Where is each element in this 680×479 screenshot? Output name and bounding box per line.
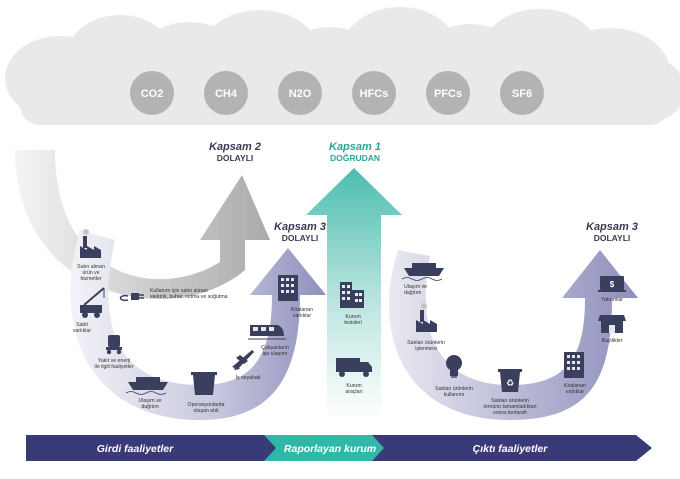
company-truck-icon bbox=[336, 358, 372, 377]
end-of-life-label-3: sonra bertarafı bbox=[493, 410, 527, 416]
band-upstream bbox=[26, 435, 284, 461]
gas-label-pfcs: PFCs bbox=[434, 88, 462, 100]
commuting-label-1: Çalışanların bbox=[261, 345, 289, 351]
facilities-label-1: Kurum bbox=[345, 314, 360, 320]
cloud-bank bbox=[5, 7, 680, 125]
leased-down-label-2: varlıklar bbox=[566, 389, 584, 395]
processing-label-1: Satılan ürünlerin bbox=[407, 340, 445, 346]
waste-label-2: oluşan atık bbox=[193, 408, 218, 414]
storefront-icon bbox=[598, 315, 626, 333]
scope3-left-arrow bbox=[70, 230, 326, 420]
transport-up-label-1: Ulaşım ve bbox=[138, 398, 161, 404]
end-of-life-label-2: ömrünü tamamladıktan bbox=[483, 404, 536, 410]
scope3-right-title: Kapsam 3 bbox=[586, 221, 638, 233]
band-company bbox=[264, 435, 392, 461]
recycle-bin-icon: ♻ bbox=[498, 369, 522, 392]
scope1-title: Kapsam 1 bbox=[329, 141, 381, 153]
purchased-goods-label-1: Satın alınan bbox=[77, 264, 105, 270]
gas-label-hfcs: HFCs bbox=[360, 88, 389, 100]
gas-circles: CO2 CH4 N2O HFCs PFCs SF6 bbox=[130, 71, 544, 115]
commuting-label-2: işe ulaşımı bbox=[263, 351, 288, 357]
plug-icon bbox=[119, 293, 144, 302]
business-travel-label: İş seyahati bbox=[236, 374, 261, 381]
facilities-label-2: tesisleri bbox=[344, 320, 362, 326]
gas-co2: CO2 bbox=[130, 71, 174, 115]
leased-down-label-1: Kiralanan bbox=[564, 383, 586, 389]
franchises-label: Bayilikler bbox=[602, 338, 623, 344]
gas-label-co2: CO2 bbox=[141, 88, 164, 100]
gas-sf6: SF6 bbox=[500, 71, 544, 115]
building-icon-downstream bbox=[564, 352, 584, 378]
ship-icon-upstream bbox=[125, 377, 168, 395]
vehicles-label-2: araçları bbox=[345, 389, 362, 395]
gas-ch4: CH4 bbox=[204, 71, 248, 115]
scope2-subtitle: DOLAYLI bbox=[217, 153, 254, 163]
end-of-life-label-1: Satılan ürünlerin bbox=[491, 398, 529, 404]
fuel-cart-icon bbox=[106, 335, 122, 355]
band-upstream-label: Girdi faaliyetler bbox=[97, 443, 174, 455]
purchased-goods-label-2: ürün ve bbox=[82, 270, 99, 276]
energy-text-line1: Kullanım için satın alınan bbox=[150, 288, 208, 294]
scope3-left-title: Kapsam 3 bbox=[274, 221, 326, 233]
transport-down-label-1: Ulaşım ve bbox=[404, 284, 427, 290]
crane-truck-icon bbox=[80, 287, 105, 318]
gas-label-ch4: CH4 bbox=[215, 88, 238, 100]
building-icon-upstream bbox=[278, 275, 298, 301]
gas-pfcs: PFCs bbox=[426, 71, 470, 115]
train-icon bbox=[248, 325, 286, 340]
band-downstream bbox=[372, 435, 652, 461]
scope3-left-subtitle: DOLAYLI bbox=[282, 233, 319, 243]
capital-goods-label-2: varlıklar bbox=[73, 328, 91, 334]
money-icon: $ bbox=[598, 276, 626, 292]
lightbulb-icon bbox=[446, 355, 462, 378]
transport-down-label-2: dağıtım bbox=[404, 290, 421, 296]
capital-goods-label-1: Sabit bbox=[76, 322, 88, 328]
activity-band: Girdi faaliyetler Raporlayan kurum Çıktı… bbox=[26, 435, 652, 461]
band-company-label: Raporlayan kurum bbox=[284, 443, 376, 455]
fuel-energy-label-2: ile ilgili faaliyetler bbox=[95, 364, 134, 370]
leased-up-label-1: Kiralanan bbox=[291, 307, 313, 313]
use-of-products-label-2: kullanımı bbox=[444, 392, 465, 398]
airplane-icon bbox=[232, 350, 254, 370]
vehicles-label-1: Kurum bbox=[346, 383, 361, 389]
leased-up-label-2: varlıklar bbox=[293, 313, 311, 319]
processing-label-2: işlenmesi bbox=[415, 346, 437, 352]
scope2-arrow bbox=[15, 150, 270, 299]
energy-text-line2: elektrik, buhar, ısıtma ve soğutma bbox=[150, 294, 228, 300]
investments-label: Yatırımlar bbox=[601, 297, 623, 303]
waste-label-1: Operasyonlarda bbox=[188, 402, 225, 408]
use-of-products-label-1: Satılan ürünlerin bbox=[435, 386, 473, 392]
gas-label-n2o: N2O bbox=[289, 88, 312, 100]
scope2-title: Kapsam 2 bbox=[209, 141, 261, 153]
band-downstream-label: Çıktı faaliyetler bbox=[473, 443, 549, 455]
svg-text:$: $ bbox=[610, 280, 615, 289]
gas-label-sf6: SF6 bbox=[512, 88, 532, 100]
purchased-goods-label-3: hizmetler bbox=[80, 276, 101, 282]
scope3-right-subtitle: DOLAYLI bbox=[594, 233, 631, 243]
transport-up-label-2: dağıtım bbox=[141, 404, 158, 410]
ship-icon-downstream bbox=[401, 263, 444, 281]
gas-hfcs: HFCs bbox=[352, 71, 396, 115]
dumpster-icon bbox=[191, 372, 217, 395]
factory-icon-downstream bbox=[416, 303, 437, 332]
factory-icon bbox=[80, 229, 101, 258]
scope1-subtitle: DOĞRUDAN bbox=[330, 152, 380, 163]
company-building-icon bbox=[340, 282, 364, 308]
svg-text:♻: ♻ bbox=[506, 378, 514, 388]
fuel-energy-label-1: Yakıt ve enerji bbox=[98, 358, 130, 364]
gas-n2o: N2O bbox=[278, 71, 322, 115]
